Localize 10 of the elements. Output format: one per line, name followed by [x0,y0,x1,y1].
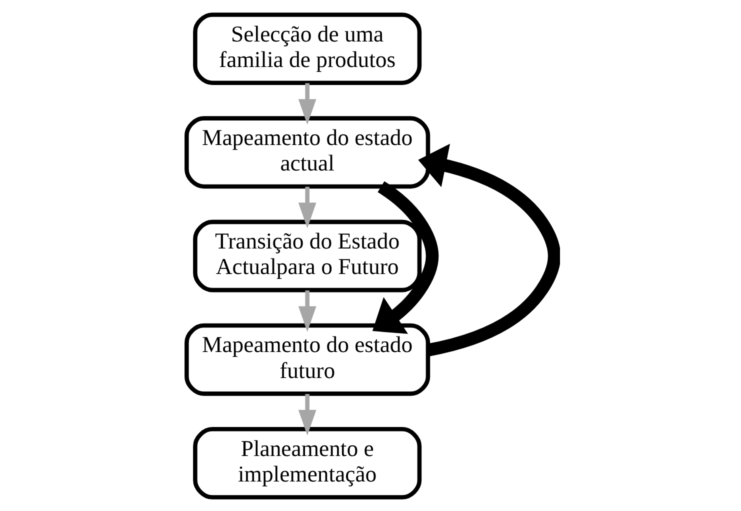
arrow [298,82,316,124]
node-box: Transição do Estado Actualpara o Futuro [193,219,422,292]
node-box: Selecção de uma familia de produtos [193,12,422,84]
node-box: Mapeamento do estado futuro [184,322,430,396]
node-box: Mapeamento do estado actual [184,116,430,188]
node-box: Planeamento e implementação [193,426,422,499]
arrow [418,143,560,356]
arrow [298,186,316,228]
arrow [298,290,316,332]
arrow [298,394,316,436]
